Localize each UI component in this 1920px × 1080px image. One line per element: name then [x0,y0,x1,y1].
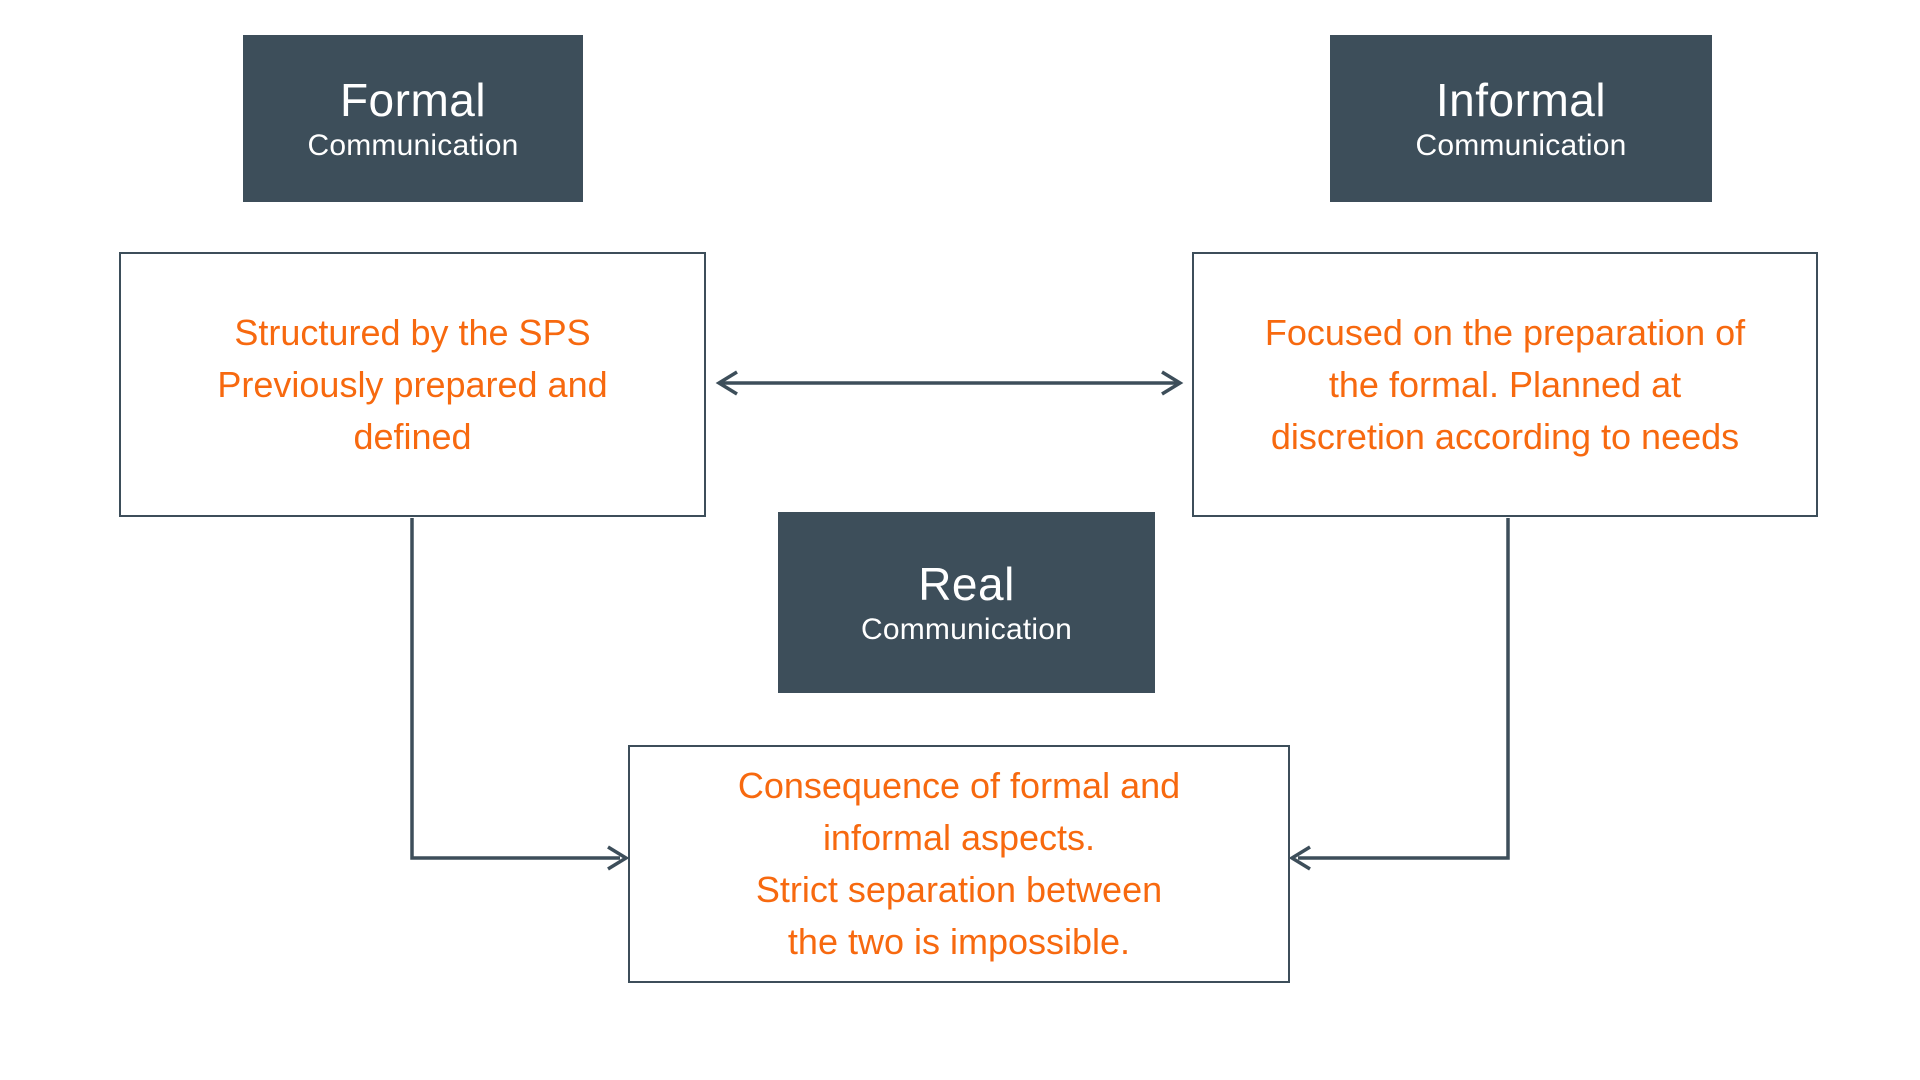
informal-subtitle: Communication [1415,128,1627,162]
description-line: Previously prepared and [217,363,608,405]
description-line: defined [353,415,472,457]
arrowhead-left-icon [715,370,738,396]
formal-title: Formal [339,74,487,127]
real-communication-box: Real Communication [778,512,1155,693]
description-line: discretion according to needs [1270,415,1740,457]
real-description-box: Consequence of formal and informal aspec… [628,745,1290,983]
real-title: Real [918,558,1015,611]
informal-to-real-connector [1288,518,1510,871]
formal-communication-box: Formal Communication [243,35,583,202]
description-line: Structured by the SPS [234,311,591,353]
informal-communication-box: Informal Communication [1330,35,1712,202]
formal-description-box: Structured by the SPS Previously prepare… [119,252,706,517]
arrowhead-right-icon [1161,370,1184,396]
arrowhead-left-icon [1288,845,1311,871]
formal-informal-bidirectional-arrow [715,370,1184,396]
informal-description-box: Focused on the preparation of the formal… [1192,252,1818,517]
informal-title: Informal [1435,74,1607,127]
formal-to-real-connector [410,518,630,871]
description-line: Strict separation between [755,869,1163,910]
description-line: informal aspects. [822,817,1096,858]
real-subtitle: Communication [860,612,1073,646]
arrowhead-right-icon [607,845,630,871]
formal-subtitle: Communication [307,128,519,162]
description-line: the formal. Planned at [1328,363,1682,405]
description-line: the two is impossible. [787,921,1131,962]
description-line: Focused on the preparation of [1264,311,1746,353]
description-line: Consequence of formal and [737,765,1181,806]
